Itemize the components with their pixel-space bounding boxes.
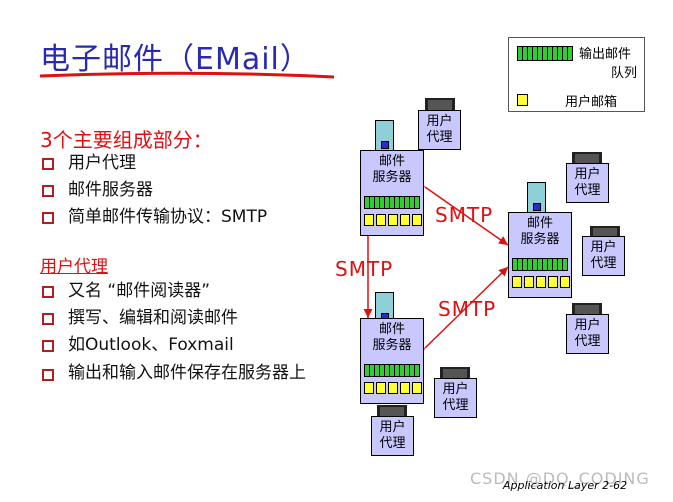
list-item: 如Outlook、Foxmail: [40, 332, 358, 358]
list-item: 邮件服务器: [40, 177, 358, 203]
footer: Application Layer 2-62: [503, 479, 628, 492]
mail-server: 邮件服务器: [360, 150, 424, 236]
legend-mailbox-label: 用户邮箱: [565, 95, 618, 110]
title-underline: [39, 71, 335, 79]
user-agent: 用户代理: [371, 416, 414, 456]
bullet-icon: [42, 158, 54, 170]
legend-queue-label: 输出邮件: [579, 47, 632, 62]
outgoing-queue-icon: [364, 196, 420, 209]
user-agent-heading: 用户代理: [40, 257, 108, 277]
computer-icon: [377, 405, 407, 419]
smtp-label: SMTP: [438, 297, 497, 321]
watermark: CSDN @DQ_CODING: [470, 469, 650, 488]
mail-server: 邮件服务器: [360, 318, 424, 404]
bullet-icon: [42, 212, 54, 224]
list-item: 撰写、编辑和阅读邮件: [40, 305, 358, 331]
bullet-icon: [42, 340, 54, 352]
server-tower-icon: [375, 292, 394, 324]
user-agent: 用户代理: [418, 110, 461, 150]
mailboxes: [512, 276, 570, 288]
computer-icon: [440, 367, 470, 381]
user-agent: 用户代理: [566, 163, 609, 203]
server-tower-icon: [375, 120, 394, 152]
user-agent: 用户代理: [582, 236, 625, 276]
bullet-icon: [42, 185, 54, 197]
list-item: 又名 “邮件阅读器”: [40, 278, 358, 304]
page-title: 电子邮件（EMail）: [40, 42, 311, 77]
list-item: 用户代理: [40, 150, 358, 176]
list-item: 简单邮件传输协议：SMTP: [40, 204, 358, 230]
bullet-icon: [42, 369, 54, 381]
user-agent: 用户代理: [566, 314, 609, 354]
components-list: 用户代理 邮件服务器 简单邮件传输协议：SMTP: [40, 150, 358, 231]
outgoing-queue-icon: [364, 364, 420, 377]
computer-icon: [572, 152, 602, 166]
outgoing-queue-icon: [517, 46, 573, 61]
smtp-label: SMTP: [335, 257, 394, 281]
mailboxes: [364, 214, 422, 226]
user-agent: 用户代理: [434, 378, 477, 418]
mailbox-icon: [517, 94, 528, 106]
smtp-label: SMTP: [435, 203, 494, 227]
bullet-icon: [42, 286, 54, 298]
outgoing-queue-icon: [512, 258, 568, 271]
mail-server: 邮件服务器: [508, 212, 572, 298]
bullet-icon: [42, 313, 54, 325]
server-tower-icon: [527, 182, 546, 214]
user-agent-list: 又名 “邮件阅读器” 撰写、编辑和阅读邮件 如Outlook、Foxmail 输…: [40, 278, 358, 384]
computer-icon: [572, 303, 602, 317]
list-item: 输出和输入邮件保存在服务器上: [40, 359, 358, 383]
computer-icon: [425, 98, 455, 112]
legend: 输出邮件 队列 用户邮箱: [508, 37, 645, 112]
mailboxes: [364, 382, 422, 394]
legend-queue-label-2: 队列: [611, 66, 638, 81]
components-heading: 3个主要组成部分：: [40, 128, 213, 152]
